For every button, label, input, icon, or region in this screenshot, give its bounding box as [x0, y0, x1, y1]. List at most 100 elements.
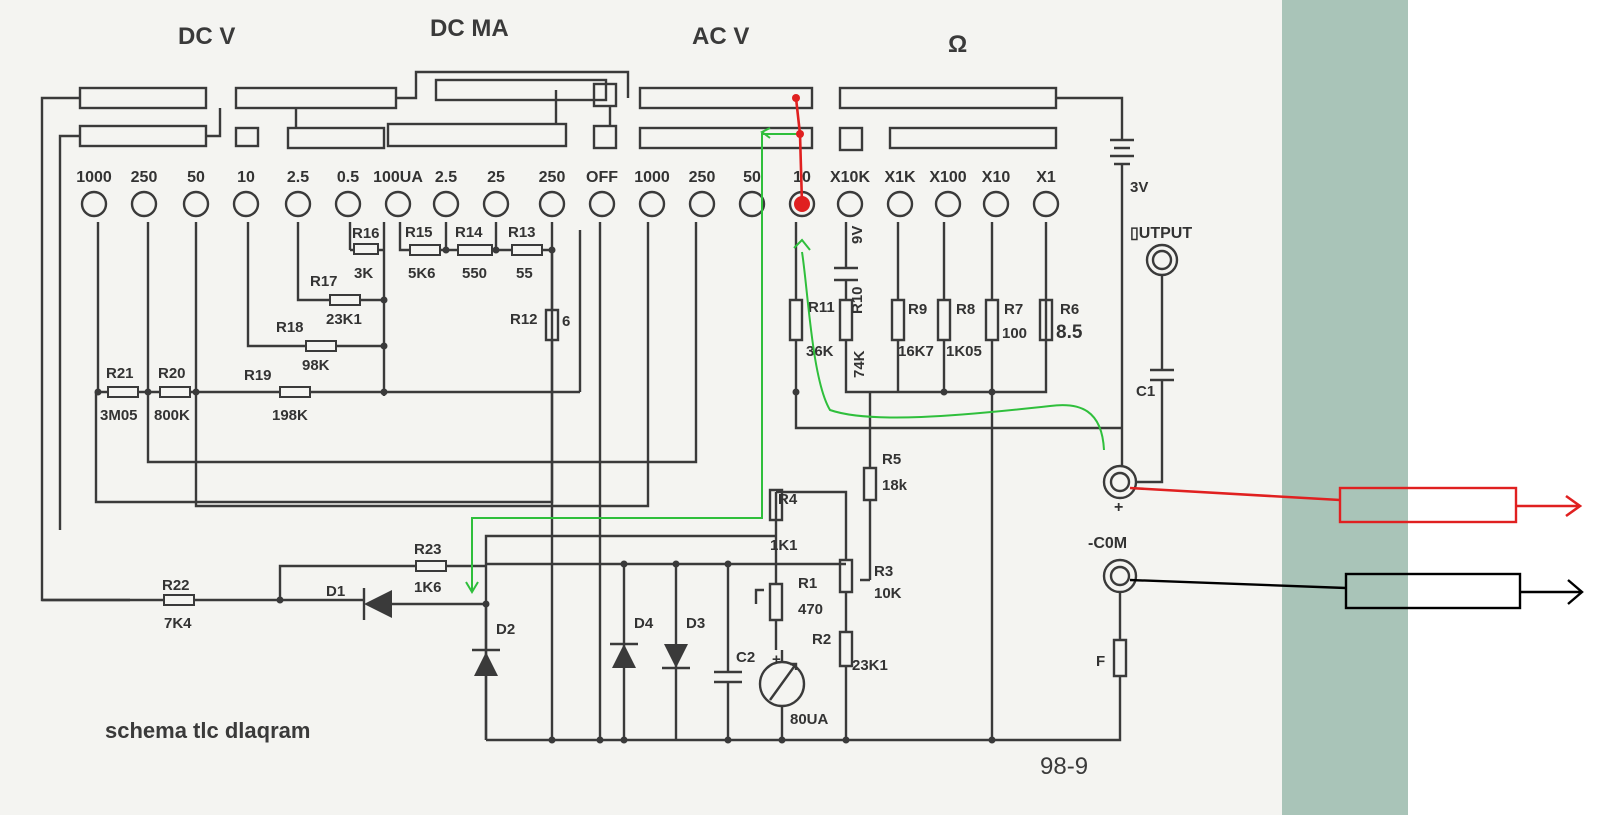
range-label: 10	[237, 169, 255, 186]
range-terminal[interactable]	[384, 190, 412, 218]
battery-3v: 3V	[1110, 138, 1148, 420]
range-label: 2.5	[287, 169, 309, 186]
range-terminal[interactable]	[982, 190, 1010, 218]
svg-text:550: 550	[462, 265, 487, 282]
header-ohm: Ω	[948, 31, 967, 58]
green-board	[1282, 0, 1408, 815]
svg-text:18k: 18k	[882, 477, 908, 494]
range-label: 250	[539, 169, 566, 186]
svg-text:8.5: 8.5	[1056, 322, 1083, 343]
svg-text:R10: R10	[849, 286, 866, 314]
input-network	[42, 560, 488, 740]
com-jack[interactable]: -C0M F	[486, 535, 1138, 742]
svg-text:3M05: 3M05	[100, 407, 138, 424]
green-signal-path	[465, 127, 1105, 594]
range-terminal[interactable]	[588, 190, 616, 218]
svg-text:R21: R21	[106, 365, 134, 382]
range-terminal[interactable]	[232, 190, 260, 218]
svg-text:9V: 9V	[849, 226, 866, 244]
svg-text:470: 470	[798, 601, 823, 618]
svg-text:7K4: 7K4	[164, 615, 192, 632]
switch-wafer	[40, 70, 1124, 602]
red-probe-lead[interactable]	[1129, 486, 1583, 524]
range-label: X1	[1036, 169, 1056, 186]
c1-label: C1	[1136, 383, 1155, 400]
range-terminal[interactable]	[130, 190, 158, 218]
svg-text:R5: R5	[882, 451, 901, 468]
battery-3v-label: 3V	[1130, 179, 1148, 196]
range-label: 250	[689, 169, 716, 186]
range-label: X1K	[884, 169, 916, 186]
svg-text:R8: R8	[956, 301, 975, 318]
range-terminal[interactable]	[182, 190, 210, 218]
range-terminal[interactable]	[538, 190, 566, 218]
range-label: X100	[929, 169, 966, 186]
range-terminal[interactable]	[638, 190, 666, 218]
svg-text:80UA: 80UA	[790, 711, 829, 728]
svg-text:R23: R23	[414, 541, 442, 558]
svg-text:R16: R16	[352, 225, 380, 242]
svg-text:74K: 74K	[851, 350, 868, 378]
range-label: X10K	[830, 169, 870, 186]
svg-text:D2: D2	[496, 621, 515, 638]
range-terminal[interactable]	[80, 190, 108, 218]
svg-text:R13: R13	[508, 224, 536, 241]
range-terminal[interactable]	[886, 190, 914, 218]
range-terminal[interactable]	[1032, 190, 1060, 218]
range-terminal[interactable]	[738, 190, 766, 218]
svg-text:R7: R7	[1004, 301, 1023, 318]
range-label: 25	[487, 169, 505, 186]
output-jack[interactable]: ▯UTPUT C1	[1120, 225, 1192, 484]
meter-section	[472, 488, 996, 744]
range-terminal[interactable]	[688, 190, 716, 218]
range-label: 1000	[76, 169, 112, 186]
range-terminal[interactable]	[836, 190, 864, 218]
svg-text:23K1: 23K1	[852, 657, 888, 674]
range-terminal[interactable]	[284, 190, 312, 218]
svg-text:C2: C2	[736, 649, 755, 666]
svg-text:R20: R20	[158, 365, 186, 382]
black-probe-lead[interactable]	[1129, 572, 1584, 610]
svg-text:R4: R4	[778, 491, 798, 508]
range-label: 0.5	[337, 169, 359, 186]
range-label: 250	[131, 169, 158, 186]
svg-text:R3: R3	[874, 563, 893, 580]
ohm-network	[788, 222, 1122, 740]
dcv-network	[94, 222, 698, 740]
svg-text:R6: R6	[1060, 301, 1079, 318]
svg-text:1K1: 1K1	[770, 537, 798, 554]
range-label: 1000	[634, 169, 670, 186]
range-label: 100UA	[373, 169, 423, 186]
svg-text:10K: 10K	[874, 585, 902, 602]
range-terminal[interactable]	[334, 190, 362, 218]
svg-text:R9: R9	[908, 301, 927, 318]
range-label: 50	[187, 169, 205, 186]
svg-text:R19: R19	[244, 367, 272, 384]
svg-text:R11: R11	[808, 299, 835, 316]
svg-text:36K: 36K	[806, 343, 834, 360]
component-labels: R16 3K R15 5K6 R14 550 R13 55 R17 23K1 R…	[100, 224, 1083, 728]
output-label: ▯UTPUT	[1130, 225, 1192, 242]
fuse-label: F	[1096, 653, 1105, 670]
svg-text:55: 55	[516, 265, 533, 282]
svg-text:R22: R22	[162, 577, 190, 594]
range-terminal[interactable]	[482, 190, 510, 218]
svg-text:1K6: 1K6	[414, 579, 442, 596]
svg-text:3K: 3K	[354, 265, 373, 282]
svg-text:6: 6	[562, 313, 570, 330]
header-dcv: DC V	[178, 23, 235, 50]
plus-jack[interactable]: +	[1102, 464, 1138, 516]
svg-text:R17: R17	[310, 273, 338, 290]
svg-text:23K1: 23K1	[326, 311, 362, 328]
svg-text:R14: R14	[455, 224, 483, 241]
svg-text:D1: D1	[326, 583, 345, 600]
range-label: X10	[982, 169, 1011, 186]
range-terminal[interactable]	[934, 190, 962, 218]
svg-text:198K: 198K	[272, 407, 308, 424]
range-terminal[interactable]	[432, 190, 460, 218]
svg-text:R18: R18	[276, 319, 304, 336]
svg-text:100: 100	[1002, 325, 1027, 342]
plus-label: +	[1114, 499, 1123, 516]
